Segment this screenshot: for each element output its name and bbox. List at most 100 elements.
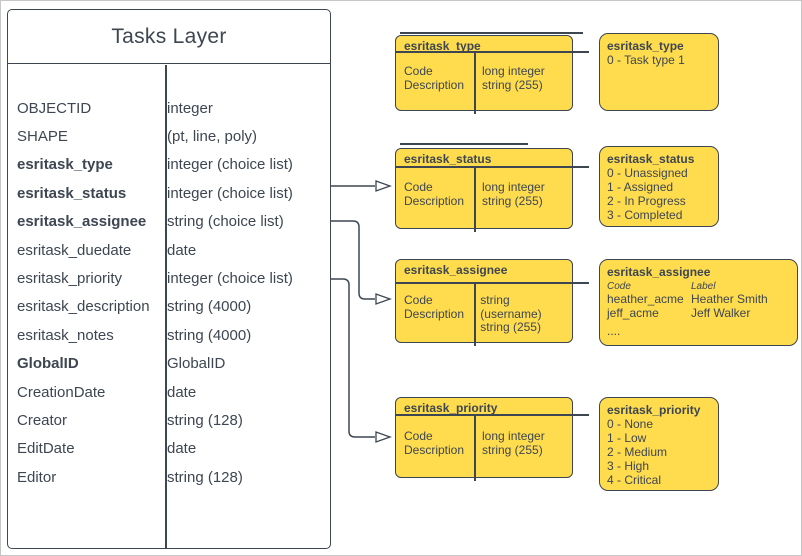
value-item: 0 - Unassigned xyxy=(607,165,688,180)
open-arrowhead-icon xyxy=(375,293,392,305)
value-item: 0 - Task type 1 xyxy=(607,52,685,67)
value-box-esritask-type: esritask_type 0 - Task type 1 xyxy=(599,33,719,111)
assignee-code: heather_acme xyxy=(607,291,684,306)
field-type: integer (choice list) xyxy=(167,270,293,288)
assignee-label-header: Label xyxy=(691,280,716,292)
open-arrowhead-icon xyxy=(375,180,392,192)
value-item: 2 - In Progress xyxy=(607,193,686,208)
domain-field-label: Code xyxy=(404,293,433,307)
column-divider xyxy=(165,65,167,548)
connector-status xyxy=(331,180,392,192)
page-title: Tasks Layer xyxy=(8,10,330,64)
value-box-title: esritask_assignee xyxy=(607,265,711,279)
tasks-layer-field-list: OBJECTID integer SHAPE (pt, line, poly) es… xyxy=(8,65,330,548)
domain-field-label: Code xyxy=(404,429,433,443)
field-name: esritask_assignee xyxy=(17,213,147,231)
domain-field-type: long integer xyxy=(482,180,545,194)
table-row: SHAPE (pt, line, poly) xyxy=(8,122,330,150)
table-row: OBJECTID integer xyxy=(8,94,330,122)
value-item: 1 - Low xyxy=(607,430,647,445)
field-type: string (choice list) xyxy=(167,213,284,231)
domain-field-type: string (255) xyxy=(482,442,543,457)
value-item: 0 - None xyxy=(607,416,654,431)
header-top-line xyxy=(400,143,528,145)
field-name: esritask_status xyxy=(17,184,127,202)
domain-field-label: Code xyxy=(404,180,433,194)
assignee-label: Heather Smith xyxy=(691,291,768,306)
connector-assignee xyxy=(331,220,392,305)
field-type: date xyxy=(167,241,197,259)
title-separator-line xyxy=(395,414,589,416)
field-name: GlobalID xyxy=(17,355,79,373)
domain-box-title: esritask_status xyxy=(404,152,492,166)
domain-field-label: Code xyxy=(404,64,433,78)
field-name: EditDate xyxy=(17,440,75,458)
table-row: esritask_type integer (choice list) xyxy=(8,151,330,179)
domain-box-title: esritask_type xyxy=(404,39,481,53)
field-type: GlobalID xyxy=(167,355,226,373)
domain-field-label: Description xyxy=(404,193,465,208)
value-box-title: esritask_priority xyxy=(607,403,701,417)
column-divider xyxy=(474,51,476,114)
value-item: 4 - Critical xyxy=(607,472,662,487)
field-name: OBJECTID xyxy=(17,99,92,117)
domain-box-title: esritask_assignee xyxy=(404,263,508,277)
field-type: (pt, line, poly) xyxy=(167,128,258,146)
column-divider xyxy=(474,166,476,232)
value-box-esritask-assignee: esritask_assignee Code Label heather_acm… xyxy=(599,259,798,346)
value-box-esritask-priority: esritask_priority 0 - None 1 - Low 2 - M… xyxy=(599,397,719,491)
value-item: 3 - Completed xyxy=(607,207,683,222)
domain-field-label: Description xyxy=(404,306,465,321)
domain-field-label: Description xyxy=(404,442,465,457)
tasks-layer-table: Tasks Layer OBJECTID integer SHAPE (pt, li… xyxy=(7,9,331,549)
title-separator-line xyxy=(395,166,589,168)
header-top-line xyxy=(400,32,583,34)
field-type: date xyxy=(167,383,197,401)
assignee-row: jeff_acme Jeff Walker xyxy=(607,305,790,321)
domain-field-type: string (username) xyxy=(480,293,542,321)
domain-field-type: long integer xyxy=(482,64,545,78)
field-type: string (4000) xyxy=(167,326,252,344)
title-separator-line xyxy=(395,51,589,53)
field-name: esritask_priority xyxy=(17,270,123,288)
domain-field-type: string (255) xyxy=(480,320,541,334)
connector-priority xyxy=(331,278,392,443)
value-item: 1 - Assigned xyxy=(607,179,674,194)
table-row: esritask_duedate date xyxy=(8,236,330,264)
field-type: integer xyxy=(167,99,213,117)
value-item: 2 - Medium xyxy=(607,444,668,459)
table-row: Editor string (128) xyxy=(8,463,330,491)
field-name: Editor xyxy=(17,468,57,486)
table-row: GlobalID GlobalID xyxy=(8,350,330,378)
domain-field-label: Description xyxy=(404,77,465,92)
column-divider xyxy=(474,282,476,346)
field-type: string (4000) xyxy=(167,298,252,316)
field-name: CreationDate xyxy=(17,383,106,401)
field-name: Creator xyxy=(17,411,68,429)
table-row: esritask_priority integer (choice list) xyxy=(8,264,330,292)
field-name: esritask_type xyxy=(17,156,113,174)
assignee-label: Jeff Walker xyxy=(691,305,751,320)
field-type: string (128) xyxy=(167,468,243,486)
assignee-more-indicator: .... xyxy=(607,323,621,338)
field-name: esritask_duedate xyxy=(17,241,132,259)
value-item: 3 - High xyxy=(607,458,650,473)
assignee-code: jeff_acme xyxy=(607,305,659,320)
field-type: integer (choice list) xyxy=(167,156,293,174)
domain-field-type: string (255) xyxy=(482,193,543,208)
assignee-code-header: Code xyxy=(607,280,631,292)
title-separator-line xyxy=(395,282,589,284)
value-box-esritask-status: esritask_status 0 - Unassigned 1 - Assig… xyxy=(599,146,719,227)
value-box-title: esritask_status xyxy=(607,152,695,166)
field-name: SHAPE xyxy=(17,128,68,146)
column-divider xyxy=(474,414,476,481)
assignee-row: heather_acme Heather Smith xyxy=(607,291,790,307)
